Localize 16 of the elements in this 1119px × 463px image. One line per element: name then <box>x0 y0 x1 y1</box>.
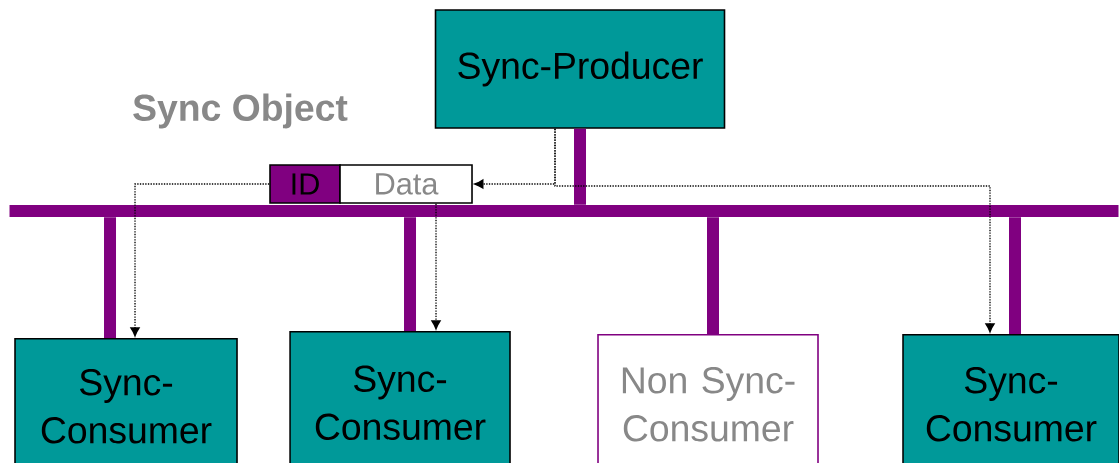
arrow <box>431 203 441 330</box>
producer-box: Sync-Producer <box>434 9 726 129</box>
consumer-box: Sync-Consumer <box>902 334 1119 463</box>
bus-stub <box>404 217 416 331</box>
bus-stub <box>707 217 719 334</box>
bus-stub <box>1009 217 1021 334</box>
data-field: Data <box>339 164 473 204</box>
arrow <box>554 128 995 333</box>
bus-stub <box>574 128 586 205</box>
arrow <box>130 183 270 337</box>
bus-stub <box>104 217 116 338</box>
heading-label: Sync Object <box>133 93 348 129</box>
consumer-box: Sync-Consumer <box>14 338 238 463</box>
consumer-box: Non Sync-Consumer <box>597 334 819 463</box>
id-field: ID <box>269 164 341 204</box>
consumer-box: Sync-Consumer <box>289 331 511 463</box>
